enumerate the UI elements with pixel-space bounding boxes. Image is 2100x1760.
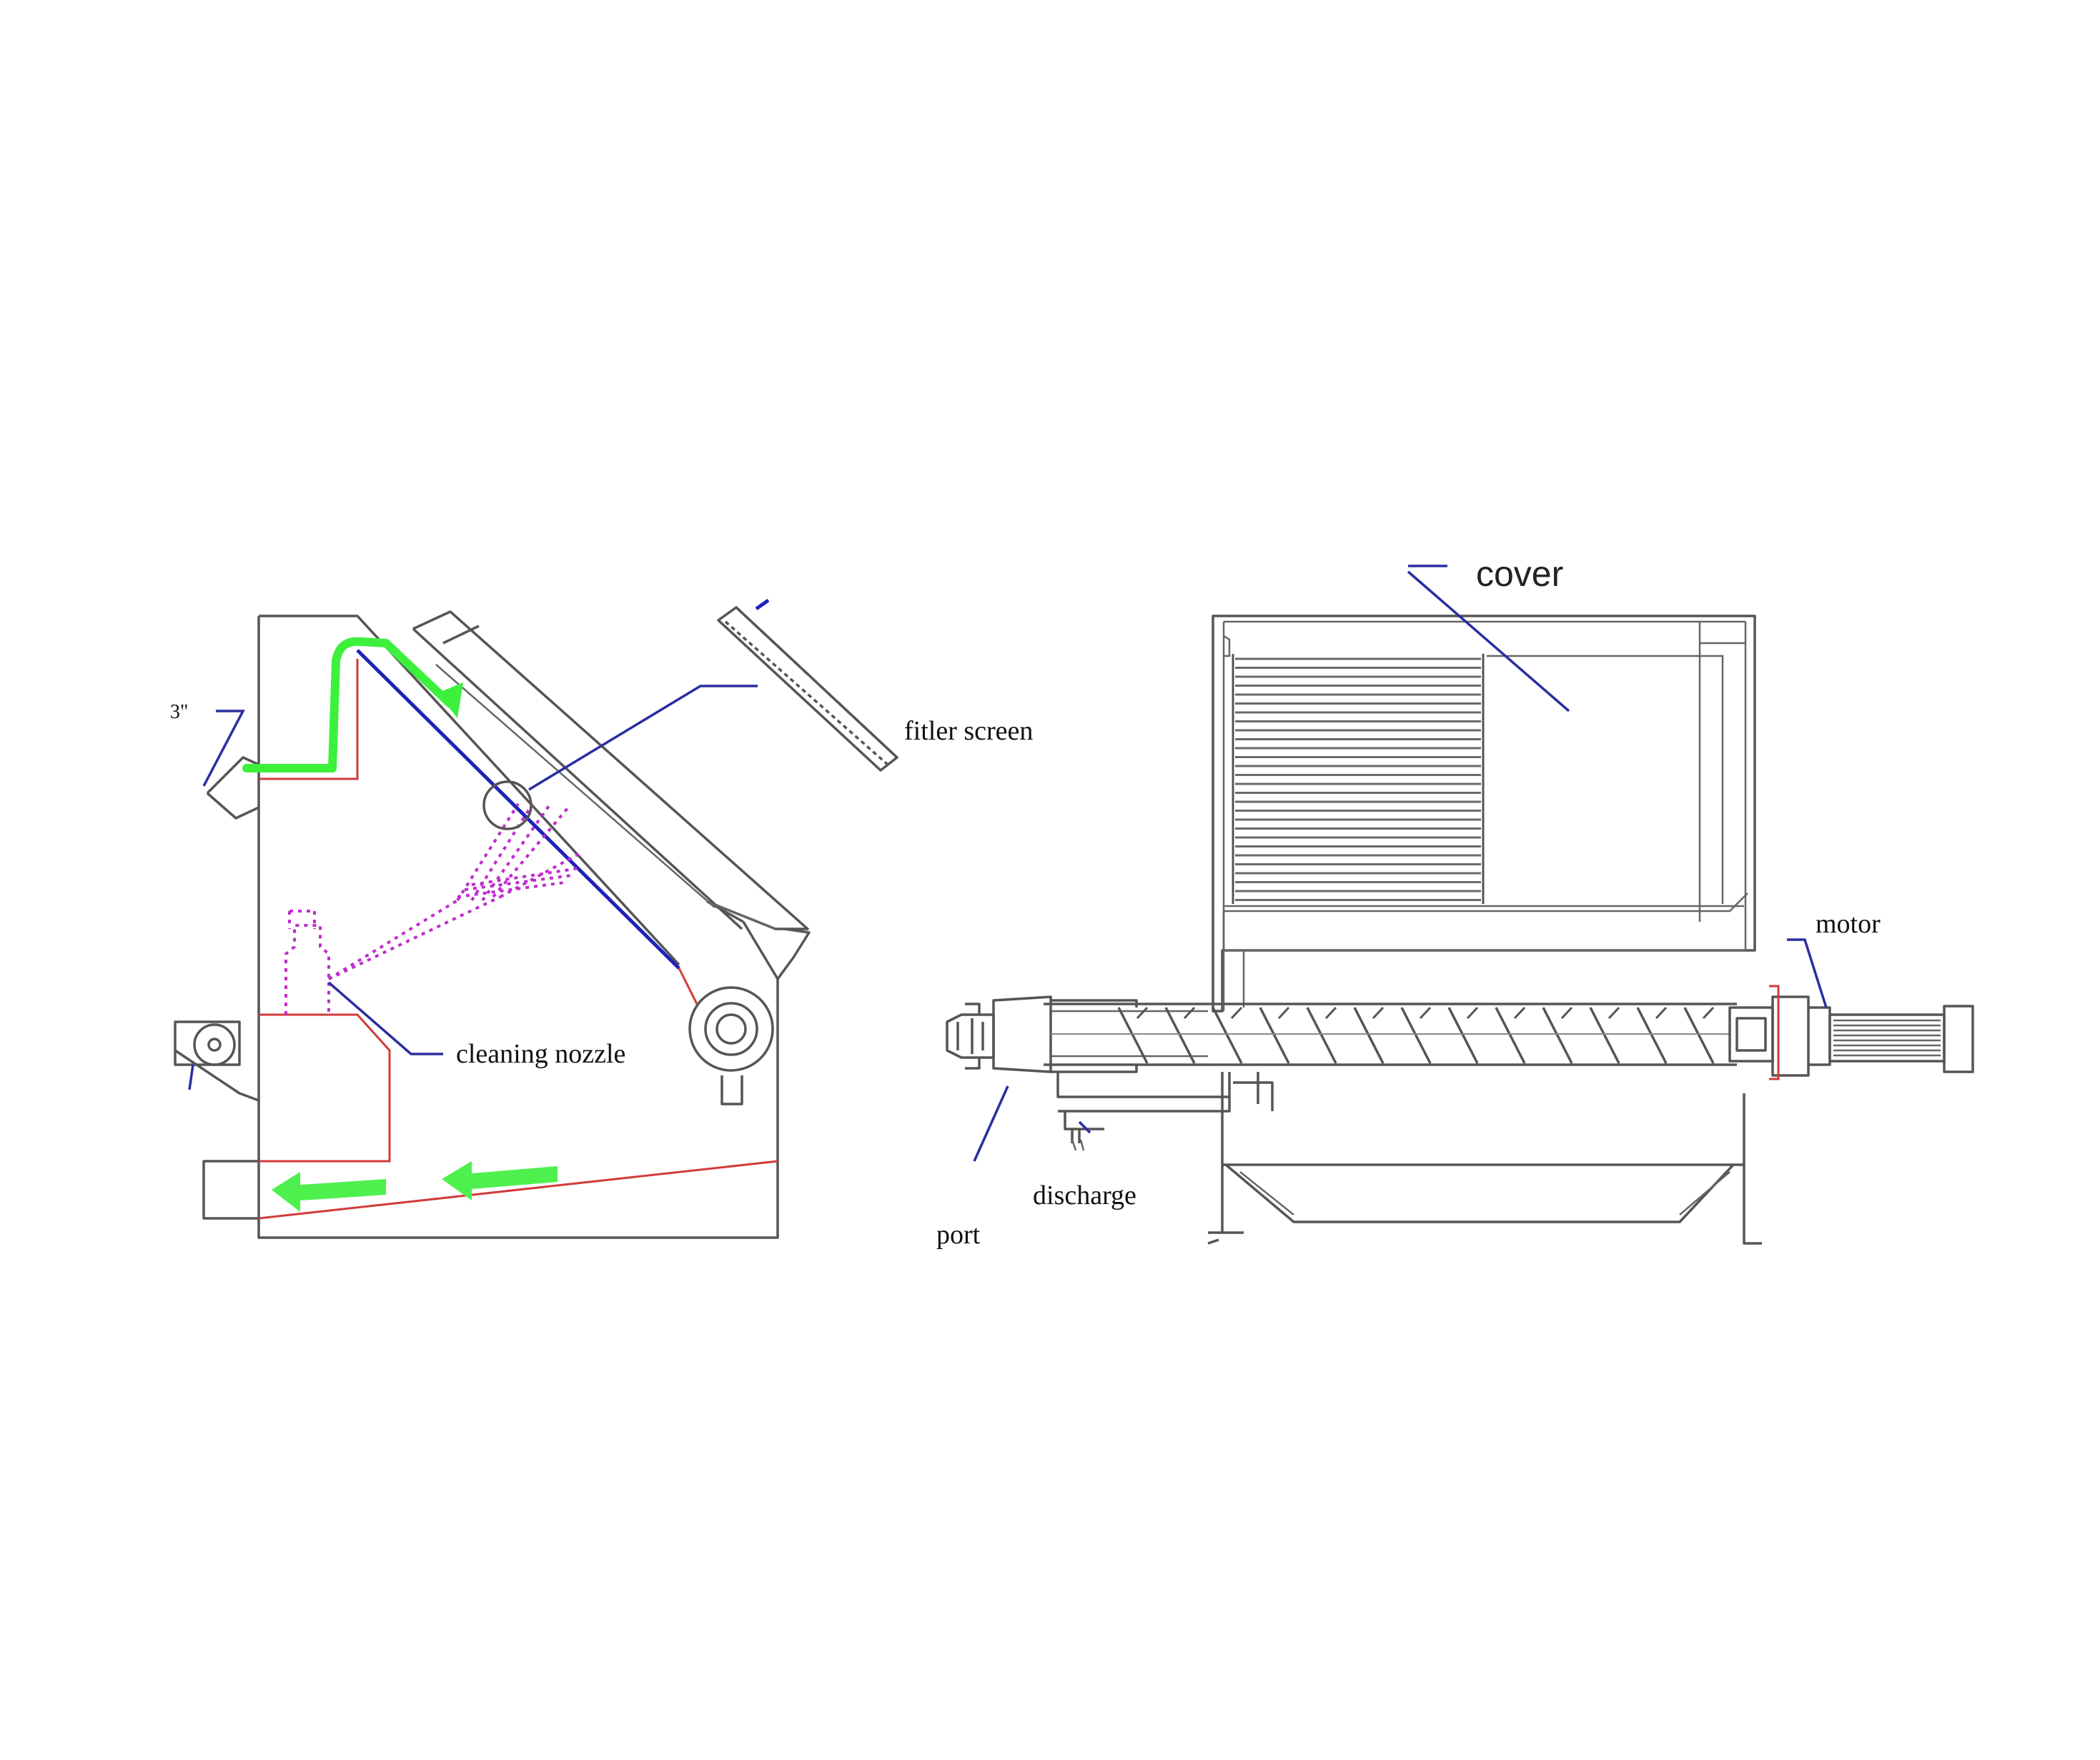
- inclined-chute: [412, 610, 809, 930]
- sump-box: [259, 1013, 391, 1163]
- screw-flight-edge: [1419, 1006, 1432, 1020]
- screw-flight-edge: [1136, 1006, 1149, 1020]
- screw-flight-edge: [1513, 1006, 1526, 1020]
- screw-flight-edge: [1230, 1006, 1243, 1020]
- side-view-housing: [257, 615, 811, 1239]
- screw-flight: [1542, 1007, 1573, 1064]
- outflow-arrows: [272, 1161, 558, 1212]
- screw-flight: [1353, 1007, 1385, 1064]
- screw-flight: [1306, 1007, 1337, 1064]
- screw-flight: [1683, 1007, 1715, 1064]
- support-stand: [1207, 1072, 1762, 1245]
- screw-conveyor: [946, 995, 1774, 1073]
- screen-grille: [1232, 654, 1485, 904]
- discharge-chute: [1056, 1072, 1274, 1113]
- inlet-pipe: [206, 756, 259, 820]
- port-label: port: [936, 1220, 981, 1250]
- side-view: 3" fitler screen cleaning nozzle: [170, 598, 1033, 1239]
- screw-flight-edge: [1466, 1006, 1479, 1020]
- inlet-weir: [259, 659, 359, 780]
- drain-valve: [174, 1020, 259, 1102]
- inlet-leader: [202, 710, 245, 787]
- screw-flight: [1636, 1007, 1668, 1064]
- filter-screen-label: fitler screen: [904, 716, 1033, 746]
- cleaning-nozzle-label: cleaning nozzle: [456, 1039, 625, 1069]
- cover-leader: [1407, 565, 1570, 712]
- motor-label: motor: [1816, 909, 1881, 939]
- screw-flight: [1589, 1007, 1620, 1064]
- feed-end-cap: [946, 1013, 995, 1059]
- discharge-leader: [1078, 1120, 1091, 1134]
- drive-motor: [1769, 985, 1974, 1080]
- cleaning-nozzle: [284, 910, 330, 1015]
- front-view: cover motor discharge port: [936, 554, 1974, 1250]
- screw-flight-edge: [1702, 1006, 1715, 1020]
- screw-flight: [1447, 1007, 1479, 1064]
- inlet-label: 3": [170, 701, 188, 723]
- screw-flight: [1400, 1007, 1432, 1064]
- port-leader: [973, 1085, 1009, 1162]
- tank-floor: [258, 1160, 778, 1220]
- screw-flight-edge: [1183, 1006, 1196, 1020]
- screw-flight: [1259, 1007, 1290, 1064]
- motor-leader: [1787, 938, 1828, 1008]
- cleaning-nozzle-leader: [327, 981, 443, 1055]
- screw-flight-edge: [1372, 1006, 1385, 1020]
- outlet-flange: [688, 986, 774, 1105]
- screw-flight-edge: [1560, 1006, 1573, 1020]
- screw-flights: [1051, 1006, 1730, 1064]
- filter-screen-detail: [717, 598, 898, 772]
- screw-flight-edge: [1277, 1006, 1290, 1020]
- screw-flight: [1212, 1007, 1243, 1064]
- screw-flight-edge: [1608, 1006, 1620, 1020]
- spray-pattern: [327, 802, 580, 980]
- screw-flight-edge: [1655, 1006, 1668, 1020]
- detail-circle: [482, 780, 533, 830]
- water-flow-path: [242, 637, 455, 772]
- filter-screen-leader: [528, 685, 758, 791]
- discharge-label: discharge: [1033, 1180, 1136, 1210]
- filter-screen-plate: [356, 649, 680, 970]
- screw-flight-edge: [1324, 1006, 1337, 1020]
- hopper-box: [1212, 615, 1756, 1013]
- outlet-edge: [678, 968, 698, 1005]
- outlet-box: [202, 1160, 259, 1220]
- screw-flight: [1117, 1007, 1149, 1064]
- screw-flight: [1495, 1007, 1526, 1064]
- cover-label: cover: [1476, 554, 1563, 594]
- inclined-plate-inner: [435, 664, 776, 930]
- water-flow-arrowhead: [437, 682, 463, 718]
- screw-flight: [1164, 1007, 1196, 1064]
